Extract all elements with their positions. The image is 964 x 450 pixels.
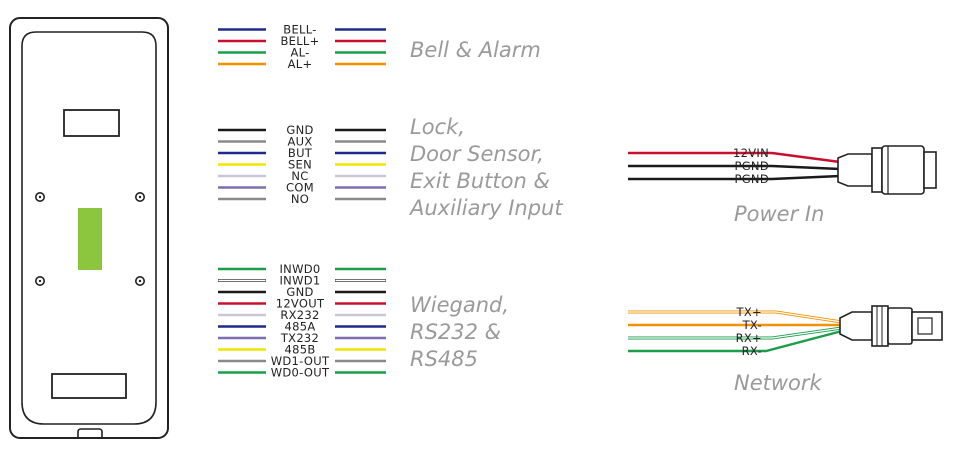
- bottom-latch: [77, 428, 103, 438]
- wire-label: INWD1: [279, 274, 320, 288]
- power-wire: [628, 164, 841, 171]
- network-wire-label: TX-: [742, 318, 762, 332]
- group-caption-line: Lock,: [410, 115, 465, 139]
- network-caption: Network: [734, 371, 823, 395]
- wire-label: SEN: [288, 158, 312, 172]
- display-window: [63, 109, 120, 137]
- power-wire: [628, 174, 841, 181]
- wire-label: GND: [286, 123, 313, 137]
- wire-label: INWD0: [279, 262, 320, 276]
- network-cable: TX+TX-RX+RX- Network: [628, 305, 943, 395]
- network-wire-label: RX-: [742, 344, 762, 358]
- wire-label: TX232: [280, 331, 319, 345]
- network-wires: TX+TX-RX+RX-: [628, 305, 843, 358]
- wire-label: NO: [291, 192, 309, 206]
- device-inner-face: [21, 31, 157, 425]
- card-reader-area: [51, 373, 127, 399]
- wire-label: BUT: [288, 146, 313, 160]
- wire-label: NC: [291, 169, 308, 183]
- wire-label: BELL+: [280, 34, 319, 48]
- wire-label: AUX: [287, 135, 312, 149]
- fingerprint-sensor: [78, 208, 102, 270]
- network-wire-stripe: [628, 327, 843, 339]
- wire-label: 485B: [284, 343, 315, 357]
- group-caption-line: Auxiliary Input: [408, 196, 563, 220]
- network-wire: [628, 329, 843, 353]
- group-caption-line: RS485: [410, 347, 478, 371]
- wire-label: RX232: [280, 308, 319, 322]
- screw-icon: [34, 192, 45, 203]
- screw-icon: [135, 192, 146, 203]
- wire-label: WD0-OUT: [271, 366, 330, 380]
- screw-icon: [34, 275, 45, 286]
- wire-label: GND: [286, 285, 313, 299]
- group-caption-line: Door Sensor,: [410, 142, 544, 166]
- wire-label: 485A: [284, 320, 315, 334]
- wire-groups: BELL-BELL+AL-AL+Bell & AlarmGNDAUXBUTSEN…: [218, 23, 563, 380]
- group-caption-line: Bell & Alarm: [410, 38, 541, 62]
- wire-label: 12VOUT: [276, 297, 325, 311]
- wire-label: AL+: [288, 57, 313, 71]
- device-panel: [9, 17, 169, 439]
- power-connector-icon: [837, 145, 937, 195]
- network-wire-label: RX+: [736, 331, 762, 345]
- wire-label: COM: [286, 181, 314, 195]
- group-caption-line: Wiegand,: [410, 293, 509, 317]
- power-wire: [628, 151, 841, 164]
- wire-label: BELL-: [283, 23, 316, 37]
- wire-group-wiegand: INWD0INWD1GND12VOUTRX232485ATX232485BWD1…: [218, 262, 509, 380]
- power-wire-label: 12VIN: [733, 146, 769, 160]
- network-wire-label: TX+: [736, 305, 762, 319]
- power-in-caption: Power In: [734, 202, 824, 226]
- network-connector-icon: [839, 305, 943, 347]
- power-wire-label: PGND: [734, 159, 769, 173]
- screw-icon: [135, 275, 146, 286]
- wire-label: WD1-OUT: [271, 354, 330, 368]
- wire-label: AL-: [290, 46, 309, 60]
- group-caption-line: Exit Button &: [410, 169, 550, 193]
- group-caption-line: RS232 &: [410, 320, 501, 344]
- wire-group-bell-alarm: BELL-BELL+AL-AL+ Bell & Alarm: [218, 23, 541, 71]
- power-wire-label: PGND: [734, 172, 769, 186]
- network-wire-stripe: [628, 311, 843, 323]
